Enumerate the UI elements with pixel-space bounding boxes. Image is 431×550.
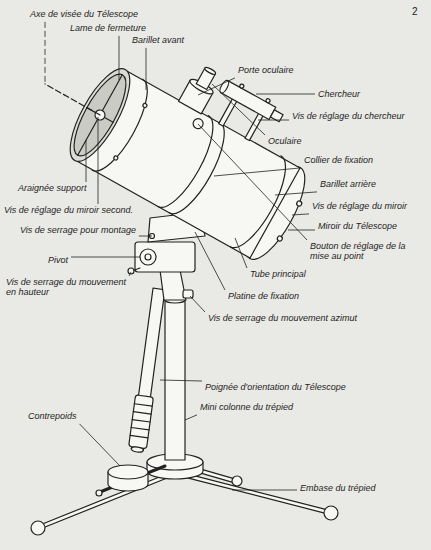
leader-line: [139, 236, 152, 237]
part-label: Oculaire: [268, 137, 302, 147]
part-label: Mini colonne du trépied: [200, 403, 293, 413]
leader-line: [45, 22, 46, 84]
leader-line: [214, 168, 301, 176]
leader-line: [185, 415, 197, 420]
part-label: Miroir du Télescope: [318, 222, 397, 232]
leader-line: [198, 78, 235, 95]
leader-line: [80, 424, 120, 466]
part-label: Embase du trépied: [300, 484, 376, 494]
part-label: Chercheur: [318, 90, 360, 100]
part-label: Araignée support: [18, 184, 87, 194]
counterweight: [96, 465, 165, 496]
leader-line: [119, 36, 120, 80]
part-label: Lame de fermeture: [70, 24, 146, 34]
leader-line: [256, 94, 315, 95]
leader-line: [160, 380, 202, 381]
part-label: Vis de réglage du miroir: [312, 202, 407, 212]
mini-column: [165, 297, 185, 460]
part-label: Vis de serrage pour montage: [20, 226, 136, 236]
leader-line: [275, 192, 317, 195]
sight-axis: [45, 84, 100, 115]
part-label: Barillet arrière: [320, 180, 376, 190]
leader-line: [129, 272, 131, 276]
part-label: Bouton de réglage de la mise au point: [310, 242, 427, 262]
leader-line: [232, 490, 297, 491]
part-label: Vis de réglage du miroir second.: [4, 206, 133, 216]
leader-line: [258, 120, 289, 121]
part-label: Platine de fixation: [228, 292, 299, 302]
part-label: Poignée d'orientation du Télescope: [205, 383, 346, 393]
leader-line: [212, 84, 265, 135]
part-label: Vis de réglage du chercheur: [292, 112, 404, 122]
leader-line: [292, 214, 309, 215]
page-number: 2: [412, 6, 418, 17]
leader-line: [146, 48, 147, 90]
part-label: Pivot: [48, 256, 68, 266]
leader-line: [71, 257, 140, 258]
leader-line: [198, 124, 307, 240]
part-label: Tube principal: [250, 270, 306, 280]
part-label: Contrepoids: [28, 412, 77, 422]
part-label: Porte oculaire: [238, 66, 294, 76]
part-label: Vis de serrage du mouvement azimut: [208, 314, 357, 324]
part-label: Vis de serrage du mouvement en hauteur: [6, 278, 126, 298]
handle: [128, 288, 168, 453]
part-label: Barillet avant: [132, 36, 184, 46]
leader-line: [86, 140, 87, 182]
leader-line: [98, 117, 99, 204]
leader-line: [235, 238, 247, 268]
leader-line: [195, 232, 225, 290]
part-label: Axe de visée du Télescope: [30, 10, 138, 20]
part-label: Collier de fixation: [304, 156, 373, 166]
leader-line: [190, 296, 205, 312]
leader-line: [288, 230, 315, 231]
